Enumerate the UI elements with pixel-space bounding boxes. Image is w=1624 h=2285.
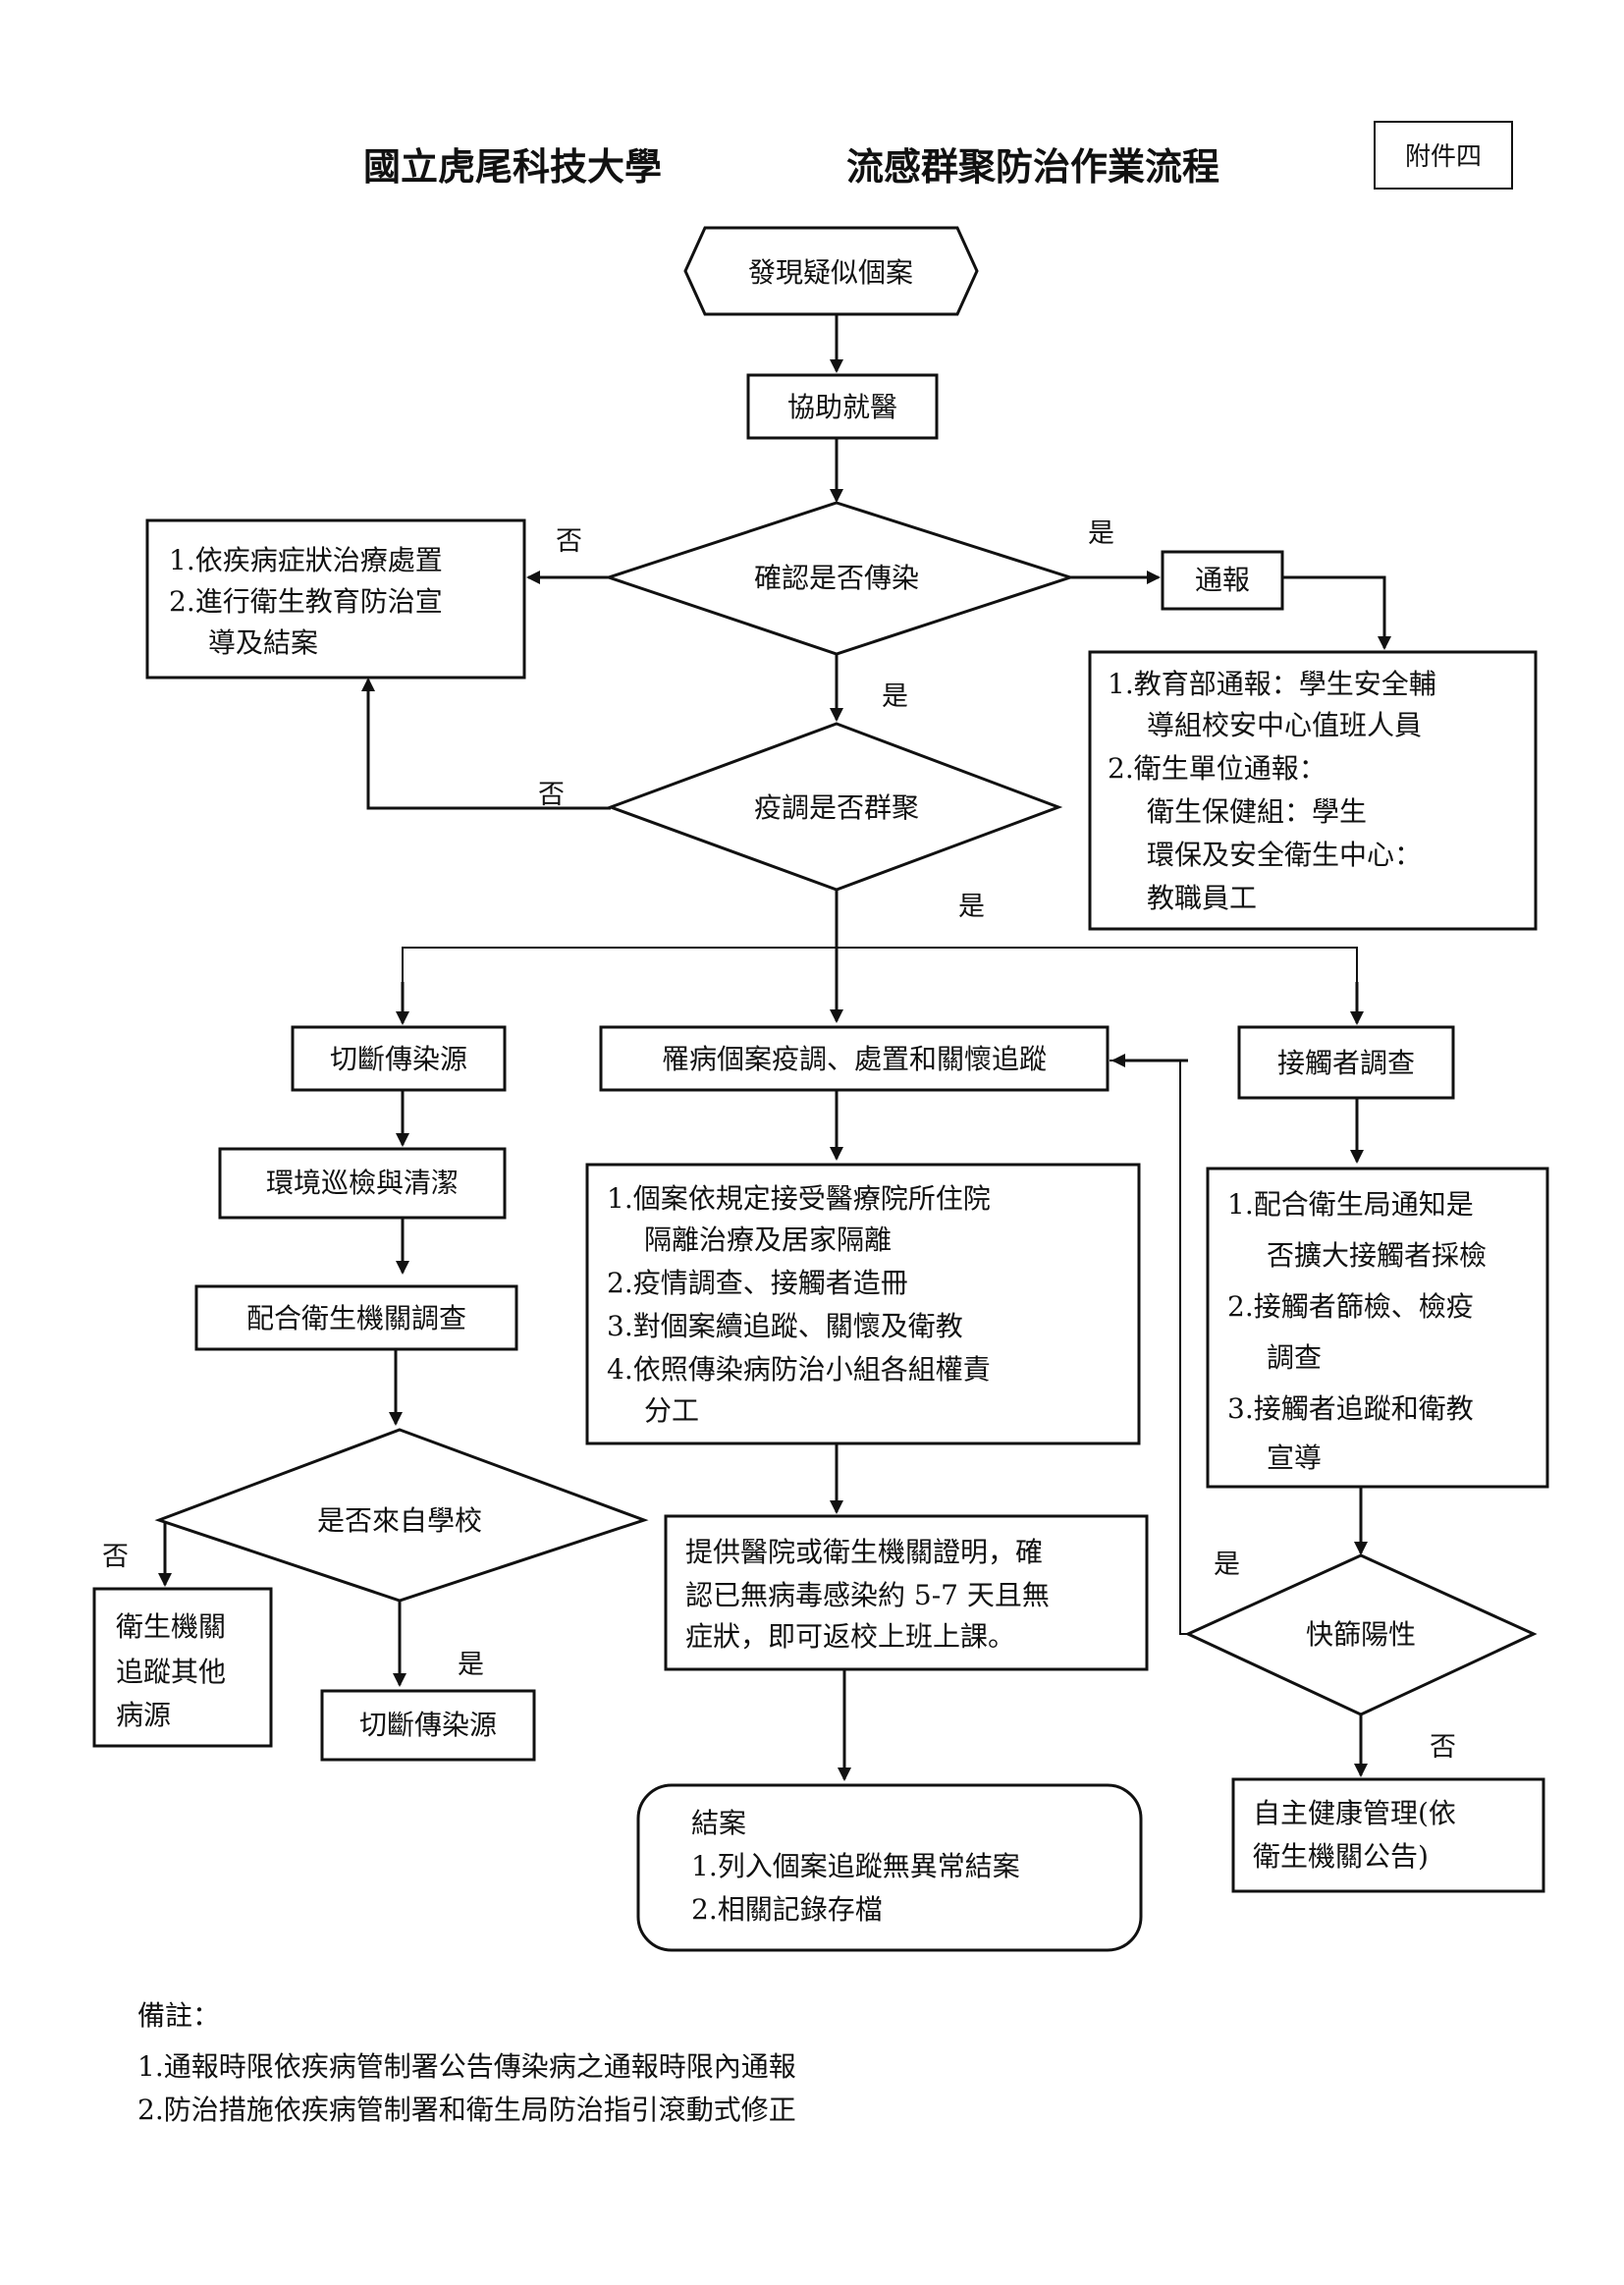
contact-detail-line-1: 1.配合衛生局通知是 (1227, 1188, 1474, 1221)
school-name: 國立虎尾科技大學 (363, 144, 662, 189)
close-case-box (636, 1783, 1143, 1952)
env-clean-label: 環境巡檢與清潔 (266, 1167, 459, 1199)
cooperate-label: 配合衛生機關調查 (246, 1302, 466, 1334)
return-school-line-3: 症狀，即可返校上班上課。 (685, 1620, 1015, 1653)
contact-detail-line-2: 否擴大接觸者採檢 (1267, 1239, 1487, 1272)
rapid-test-label: 快篩陽性 (1306, 1618, 1416, 1651)
treat-line-2: 2.進行衛生教育防治宣 (169, 585, 443, 618)
rapid-test-decision (1184, 1553, 1538, 1716)
confirm-decision (604, 501, 1075, 656)
assist-label: 協助就醫 (787, 391, 897, 423)
cut-source-box (291, 1025, 507, 1092)
start-label: 發現疑似個案 (748, 256, 913, 289)
treat-box (145, 518, 526, 680)
survey-label: 疫調是否群聚 (754, 791, 919, 824)
contact-detail-box (1206, 1167, 1549, 1489)
cut-source-2-box (320, 1689, 536, 1762)
contact-survey-box (1237, 1025, 1455, 1100)
env-clean-box (218, 1147, 507, 1220)
case-detail-line-3: 2.疫情調查、接觸者造冊 (607, 1267, 908, 1299)
confirm-yes-right-label: 是 (1088, 518, 1114, 549)
report-box (1161, 550, 1284, 611)
confirm-yes-down-label: 是 (882, 681, 908, 712)
from-school-decision (154, 1428, 649, 1603)
case-detail-line-1: 1.個案依規定接受醫療院所住院 (607, 1182, 991, 1215)
school-no-label: 否 (102, 1542, 129, 1572)
cooperate-box (194, 1284, 518, 1351)
report-detail-box (1088, 650, 1538, 931)
close-case-line-2: 1.列入個案追蹤無異常結案 (691, 1850, 1020, 1882)
rapid-no-label: 否 (1430, 1732, 1456, 1763)
contact-survey-label: 接觸者調查 (1277, 1047, 1415, 1079)
survey-decision (606, 722, 1063, 892)
case-detail-line-2: 隔離治療及居家隔離 (644, 1224, 892, 1256)
self-health-line-2: 衛生機關公告) (1253, 1840, 1429, 1873)
cut-source-label: 切斷傳染源 (330, 1043, 467, 1075)
health-other-line-3: 病源 (116, 1699, 171, 1731)
from-school-label: 是否來自學校 (317, 1504, 482, 1537)
health-other-box (92, 1587, 273, 1748)
case-detail-line-6: 分工 (644, 1394, 699, 1427)
report-detail-line-5: 環保及安全衛生中心： (1147, 839, 1422, 871)
report-detail-line-2: 導組校安中心值班人員 (1147, 709, 1422, 741)
report-detail-line-1: 1.教育部通報：學生安全輔 (1108, 668, 1436, 700)
cut-source-2-label: 切斷傳染源 (359, 1709, 497, 1741)
note-item-2: 2.防治措施依疾病管制署和衛生局防治指引滾動式修正 (137, 2094, 796, 2126)
survey-yes-label: 是 (958, 892, 985, 922)
contact-detail-line-5: 3.接觸者追蹤和衛教 (1227, 1392, 1474, 1425)
confirm-no-label: 否 (556, 526, 582, 557)
school-yes-label: 是 (458, 1650, 484, 1680)
treat-line-1: 1.依疾病症狀治療處置 (169, 544, 443, 576)
report-detail-line-6: 教職員工 (1147, 882, 1257, 914)
notes-heading: 備註： (137, 1999, 220, 2032)
case-detail-line-4: 3.對個案續追蹤、關懷及衛教 (607, 1310, 963, 1342)
self-health-line-1: 自主健康管理(依 (1253, 1797, 1456, 1829)
case-detail-line-5: 4.依照傳染病防治小組各組權責 (607, 1353, 991, 1386)
case-follow-label: 罹病個案疫調、處置和關懷追蹤 (662, 1043, 1047, 1075)
report-label: 通報 (1195, 564, 1250, 596)
return-school-line-2: 認已無病毒感染約 5-7 天且無 (685, 1579, 1050, 1611)
connectors (158, 314, 1391, 1781)
health-other-line-2: 追蹤其他 (116, 1656, 226, 1688)
rapid-yes-label: 是 (1214, 1550, 1240, 1580)
flow-title: 流感群聚防治作業流程 (846, 144, 1219, 189)
self-health-box (1231, 1777, 1545, 1893)
start-node (683, 226, 979, 316)
assist-box (746, 373, 939, 440)
return-school-line-1: 提供醫院或衛生機關證明，確 (685, 1536, 1043, 1568)
contact-detail-line-4: 調查 (1267, 1341, 1322, 1374)
return-school-box (664, 1514, 1149, 1671)
attachment-box (1374, 121, 1513, 190)
contact-detail-line-3: 2.接觸者篩檢、檢疫 (1227, 1290, 1474, 1323)
close-case-line-1: 結案 (691, 1807, 746, 1839)
note-item-1: 1.通報時限依疾病管制署公告傳染病之通報時限內通報 (137, 2050, 796, 2083)
report-detail-line-4: 衛生保健組：學生 (1147, 795, 1367, 828)
survey-no-label: 否 (538, 780, 565, 810)
treat-line-3: 導及結案 (208, 626, 318, 659)
close-case-line-3: 2.相關記錄存檔 (691, 1893, 883, 1926)
case-detail-box (585, 1163, 1141, 1445)
report-detail-line-3: 2.衛生單位通報： (1108, 752, 1326, 785)
health-other-line-1: 衛生機關 (116, 1610, 226, 1643)
contact-detail-line-6: 宣導 (1267, 1442, 1322, 1474)
case-follow-box (599, 1025, 1110, 1092)
confirm-label: 確認是否傳染 (754, 562, 919, 594)
attachment-label: 附件四 (1405, 142, 1482, 172)
